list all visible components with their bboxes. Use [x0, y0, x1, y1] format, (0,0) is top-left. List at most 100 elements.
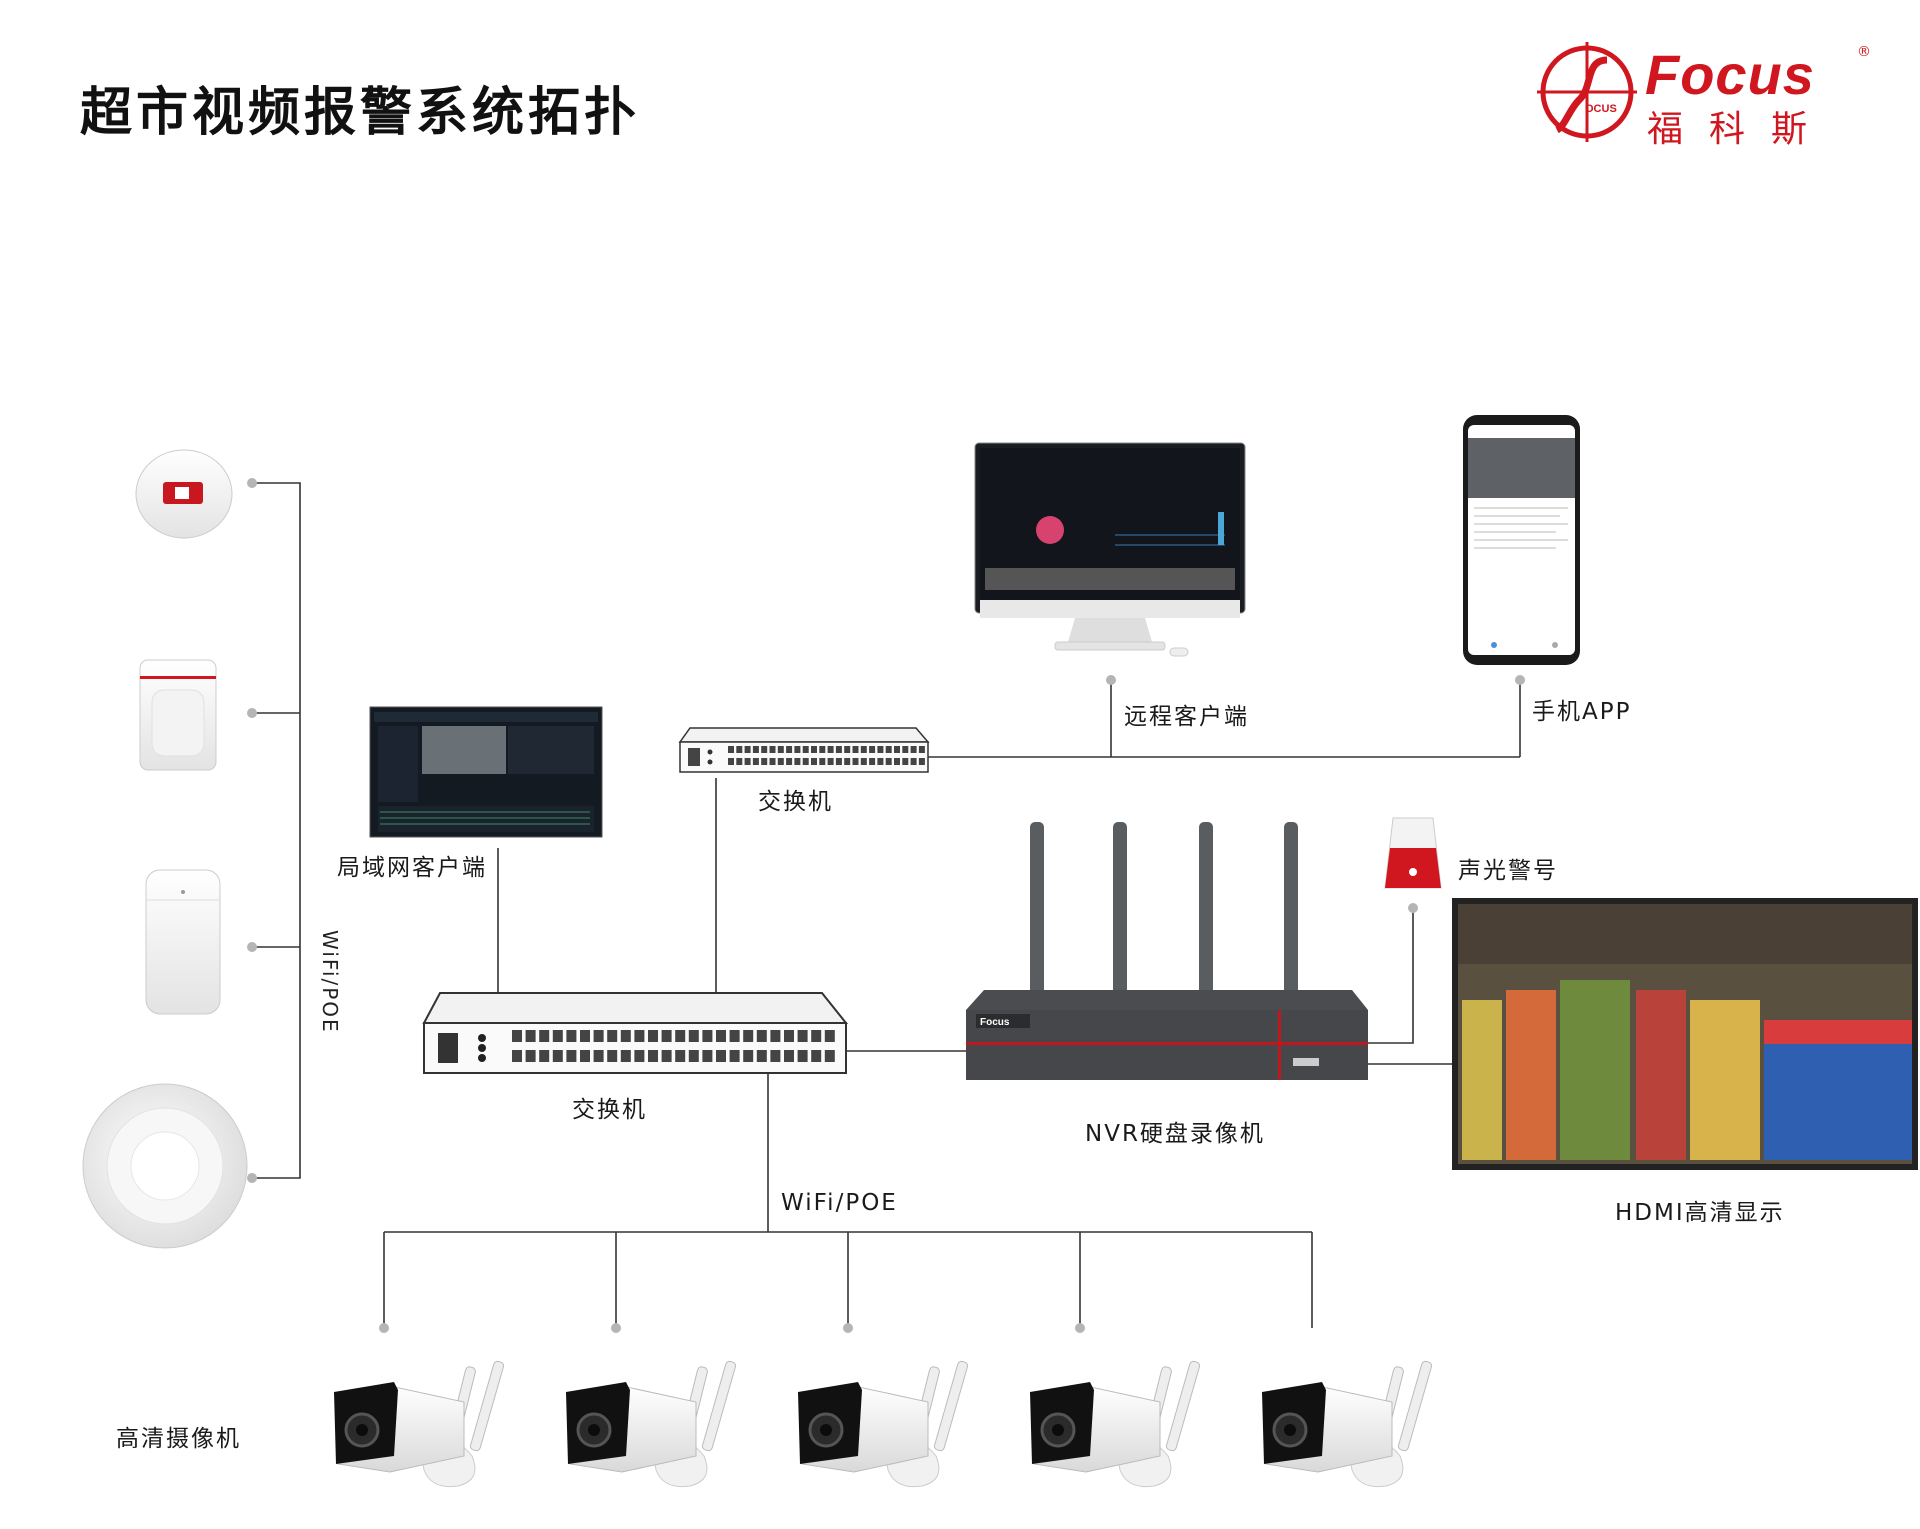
switch-port [716, 1050, 726, 1062]
smoke-detector-icon [135, 449, 233, 539]
brand-name: Focus [1645, 43, 1815, 106]
switch-port [744, 746, 751, 753]
remote-client-pc [974, 442, 1246, 657]
switch-port [539, 1030, 550, 1042]
ceiling-sensor-icon [82, 1083, 248, 1249]
switch-port [761, 758, 768, 765]
switch-port [844, 746, 851, 753]
switch-port [525, 1050, 536, 1062]
switch-port [729, 1050, 740, 1062]
switch-port [756, 1050, 767, 1062]
switch-port [593, 1030, 604, 1042]
switch-port [512, 1050, 522, 1062]
switch-port [580, 1030, 590, 1042]
connection-dots [247, 478, 1525, 1333]
switch-port [811, 746, 817, 753]
lan-client-monitor [369, 706, 603, 838]
switch-port [918, 746, 925, 753]
switch-port [648, 1050, 658, 1062]
switch-port [702, 1050, 713, 1062]
hd-camera-icon [798, 1360, 969, 1488]
switch-port [910, 746, 917, 753]
switch-port [827, 746, 834, 753]
switch-port [918, 758, 925, 765]
label-remote-client: 远程客户端 [1124, 704, 1249, 730]
switch-port [728, 758, 734, 765]
focus-emblem-icon: OCUS [1537, 42, 1637, 142]
switch-port [648, 1030, 658, 1042]
switch-port [729, 1030, 740, 1042]
switch-port [910, 758, 917, 765]
switch-port [675, 1030, 686, 1042]
switch-port [552, 1050, 563, 1062]
registered-mark: ® [1857, 44, 1871, 60]
switch-port [770, 1030, 781, 1042]
switch-port [736, 746, 743, 753]
switch-port [852, 746, 859, 753]
label-siren: 声光警号 [1458, 858, 1558, 884]
switch-port [728, 746, 734, 753]
switch-port [784, 1030, 794, 1042]
switch-port [894, 746, 900, 753]
switch-port [894, 758, 900, 765]
switch-port [811, 758, 817, 765]
switch-port [819, 758, 826, 765]
switch-port [539, 1050, 550, 1062]
door-sensor-icon [145, 869, 221, 1015]
hd-camera-icon [566, 1360, 737, 1488]
switch-port [844, 758, 851, 765]
switch-port [744, 758, 751, 765]
switch-port [661, 1050, 672, 1062]
nvr-recorder: Focus [966, 822, 1368, 1080]
switch-port [743, 1050, 754, 1062]
switch-port [761, 746, 768, 753]
camera-group [334, 1360, 1433, 1488]
focus-logo: OCUS Focus ® 福科斯 [1535, 38, 1875, 150]
label-nvr: NVR硬盘录像机 [1085, 1121, 1265, 1147]
switch-port [794, 746, 801, 753]
switch-port [736, 758, 743, 765]
switch-port [566, 1030, 577, 1042]
switch-port [634, 1030, 645, 1042]
switch-port [688, 1050, 699, 1062]
switch-port [877, 746, 884, 753]
switch-port [902, 758, 909, 765]
switch-port [752, 746, 759, 753]
switch-port [769, 758, 776, 765]
switch-port [580, 1050, 590, 1062]
switch-port [797, 1050, 808, 1062]
switch-port [607, 1050, 618, 1062]
hd-camera-icon [1262, 1360, 1433, 1488]
label-hdmi: HDMI高清显示 [1615, 1200, 1785, 1226]
switch-port [797, 1030, 808, 1042]
switch-port [811, 1030, 822, 1042]
switch-port [835, 758, 842, 765]
emblem-text: OCUS [1585, 103, 1617, 115]
switch-port [902, 746, 909, 753]
switch-port [512, 1030, 522, 1042]
switch-port [885, 758, 892, 765]
switch-port [819, 746, 826, 753]
brand-name-cn: 福科斯 [1647, 109, 1834, 150]
switch-port [860, 758, 867, 765]
mobile-phone [1463, 415, 1580, 665]
nvr-brand-text: Focus [980, 1017, 1010, 1028]
label-cameras: 高清摄像机 [116, 1426, 241, 1452]
switch-port [802, 758, 809, 765]
hd-camera-icon [334, 1360, 505, 1488]
switch-port [835, 746, 842, 753]
label-mobile-app: 手机APP [1532, 699, 1632, 725]
switch-port [566, 1050, 577, 1062]
top-switch-device [678, 727, 930, 773]
connection-lines [252, 482, 1521, 1328]
switch-port [756, 1030, 767, 1042]
switch-port [620, 1030, 631, 1042]
switch-port [716, 1030, 726, 1042]
switch-port [552, 1030, 563, 1042]
switch-port [811, 1050, 822, 1062]
label-wifi-poe-bottom: WiFi/POE [781, 1190, 898, 1216]
pir-motion-sensor-icon [139, 659, 217, 771]
switch-port [824, 1050, 835, 1062]
switch-port [869, 746, 876, 753]
